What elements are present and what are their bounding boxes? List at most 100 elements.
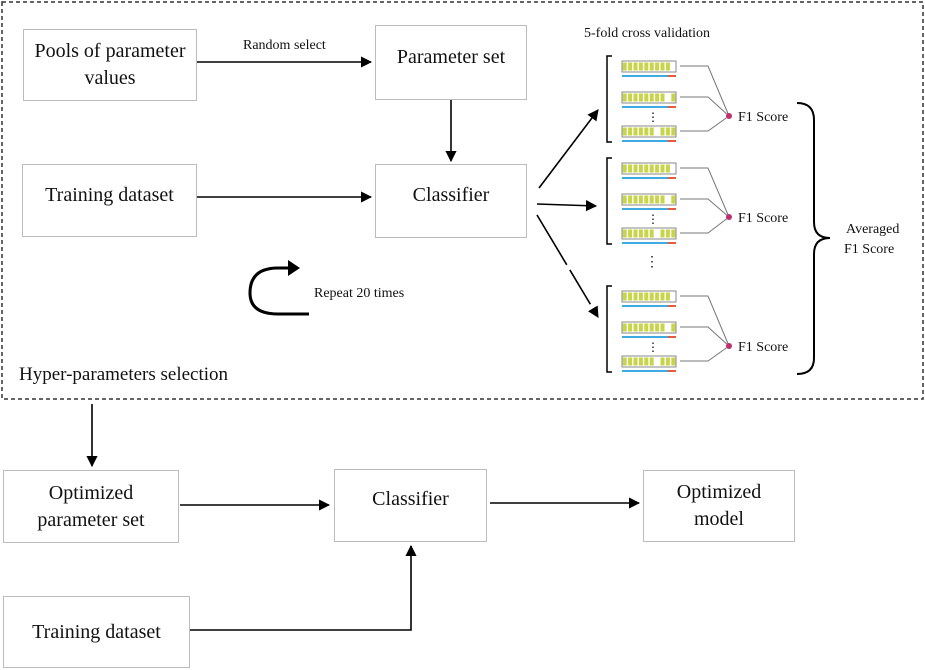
fold-group-3-fold-b-frame: [621, 321, 677, 334]
averaged-label-line2: F1 Score: [844, 242, 895, 257]
fold-group-2-fold-a-segment: [644, 164, 649, 173]
fold-group-2-connector-1: [680, 198, 730, 218]
fold-group-1-fold-b-segment: [649, 93, 654, 102]
fold-group-2-fold-b-segment: [622, 195, 627, 204]
fold-group-2-fold-a-segment: [655, 164, 660, 173]
fold-group-3-fold-c-segment: [622, 357, 627, 366]
fold-group-1-fold-c-segment: [671, 127, 676, 136]
fold-group-1-fold-c-segment: [649, 127, 654, 136]
arrow-classifier-to-fold-group-3: [536, 214, 599, 318]
fold-group-2-fold-b-segment: [638, 195, 643, 204]
fold-group-2-fold-b-segment: [644, 195, 649, 204]
fold-group-1-connector-1: [680, 96, 730, 117]
fold-group-3-fold-c-segment: [633, 357, 638, 366]
fold-group-3-connector-1: [680, 326, 730, 347]
classifier-box: Classifier: [375, 164, 527, 238]
parameter-set-box: Parameter set: [375, 25, 527, 100]
repeat-label: Repeat 20 times: [314, 286, 405, 301]
fold-group-1-fold-c-segment: [622, 127, 627, 136]
fold-group-3-fold-a-segment: [671, 292, 676, 301]
fold-group-3-fold-c-segment: [671, 357, 676, 366]
final-classifier-box: Classifier: [334, 469, 487, 542]
fold-group-2-fold-b-segment: [671, 195, 676, 204]
fold-group-2-score-dot: [726, 214, 732, 220]
fold-group-3-fold-c-segment: [649, 357, 654, 366]
fold-group-1-fold-b-segment: [665, 93, 670, 102]
hyperparameter-selection-title: Hyper-parameters selection: [19, 364, 229, 385]
fold-group-1-bracket: [606, 55, 612, 143]
classifier-label: Classifier: [412, 184, 490, 206]
fold-group-3-fold-a-segment: [649, 292, 654, 301]
training-dataset-label: Training dataset: [45, 184, 174, 206]
fold-group-2-fold-a-segment: [622, 164, 627, 173]
fold-group-1-fold-b-frame: [621, 91, 677, 104]
fold-group-3-fold-b-segment: [649, 323, 654, 332]
fold-group-1-fold-b-segment: [671, 93, 676, 102]
fold-groups-ellipsis: ⋮: [645, 255, 659, 270]
fold-group-2-fold-a-frame: [621, 162, 677, 175]
fold-group-2-fold-c-segment: [644, 229, 649, 238]
fold-group-3-fold-c-segment: [628, 357, 633, 366]
fold-group-1-fold-a-segment: [622, 62, 627, 71]
fold-group-1-fold-a-segment: [644, 62, 649, 71]
fold-group-2-ellipsis: ⋮: [647, 212, 659, 226]
pools-box: Pools of parameter values: [23, 29, 197, 101]
fold-group-3-fold-a-segment: [628, 292, 633, 301]
fold-group-1-fold-b-segment: [655, 93, 660, 102]
fold-group-1-fold-b-segment: [628, 93, 633, 102]
fold-group-1-fold-a-segment: [655, 62, 660, 71]
fold-group-2-fold-c-segment: [628, 229, 633, 238]
fold-group-3-fold-a-segment: [638, 292, 643, 301]
f1-score-label-1: F1 Score: [738, 110, 789, 125]
fold-group-3-ellipsis: ⋮: [647, 340, 659, 354]
fold-group-2-bracket: [606, 157, 612, 245]
training-dataset-box: Training dataset: [22, 164, 197, 237]
fold-group-1-connector-2: [680, 115, 730, 132]
fold-group-1-connector-0: [680, 65, 730, 117]
fold-group-3-connector-0: [680, 295, 730, 347]
optimized-parameter-set-label: Optimized parameter set: [37, 481, 145, 531]
optimized-model-label: Optimized model: [676, 481, 762, 530]
fold-group-3-fold-b-segment: [622, 323, 627, 332]
fold-group-1-fold-a-segment: [671, 62, 676, 71]
fold-group-1-fold-c-frame: [621, 125, 677, 138]
fold-group-2-fold-b-segment: [649, 195, 654, 204]
fold-group-3-fold-a-segment: [622, 292, 627, 301]
fold-group-3-fold-c-segment: [660, 357, 665, 366]
fold-group-2-fold-a-segment: [660, 164, 665, 173]
fold-group-2-fold-c-segment: [665, 229, 670, 238]
fold-group-2-fold-c-segment: [655, 229, 660, 238]
cv-title: 5-fold cross validation: [584, 26, 710, 41]
repeat-loop-arrowhead: [288, 260, 300, 276]
fold-group-1-fold-a-segment: [665, 62, 670, 71]
fold-group-2-fold-c-segment: [671, 229, 676, 238]
arrow-training-to-final-classifier: [190, 544, 417, 631]
fold-group-2-fold-a-segment: [638, 164, 643, 173]
fold-group-1-fold-c-segment: [644, 127, 649, 136]
fold-group-3-fold-a-segment: [665, 292, 670, 301]
parameter-set-label: Parameter set: [396, 46, 506, 68]
repeat-loop-arrow: [248, 266, 309, 316]
fold-group-1-score-dot: [726, 113, 732, 119]
fold-group-3-fold-b-segment: [665, 323, 670, 332]
cross-validation-folds: ⋮ ⋮ ⋮: [606, 55, 732, 373]
fold-group-1-fold-a-segment: [649, 62, 654, 71]
random-select-label: Random select: [243, 38, 326, 53]
fold-group-2-connector-2: [680, 216, 730, 234]
fold-group-3-fold-a-segment: [655, 292, 660, 301]
fold-group-2-fold-c-segment: [633, 229, 638, 238]
fold-group-2-fold-b-segment: [665, 195, 670, 204]
fold-group-2-fold-b-frame: [621, 193, 677, 206]
fold-group-2-fold-a-segment: [649, 164, 654, 173]
fold-group-1-fold-c-segment: [633, 127, 638, 136]
f1-score-label-2: F1 Score: [738, 211, 789, 226]
fold-group-2-fold-b-segment: [633, 195, 638, 204]
fold-group-2-fold-b-segment: [655, 195, 660, 204]
pools-label: Pools of parameter values: [34, 40, 186, 89]
fold-group-3-fold-b-segment: [655, 323, 660, 332]
fold-group-3-fold-b-segment: [628, 323, 633, 332]
fold-group-1-fold-a-frame: [621, 60, 677, 73]
fold-group-3-fold-b-segment: [638, 323, 643, 332]
fold-group-2-fold-c-frame: [621, 227, 677, 240]
